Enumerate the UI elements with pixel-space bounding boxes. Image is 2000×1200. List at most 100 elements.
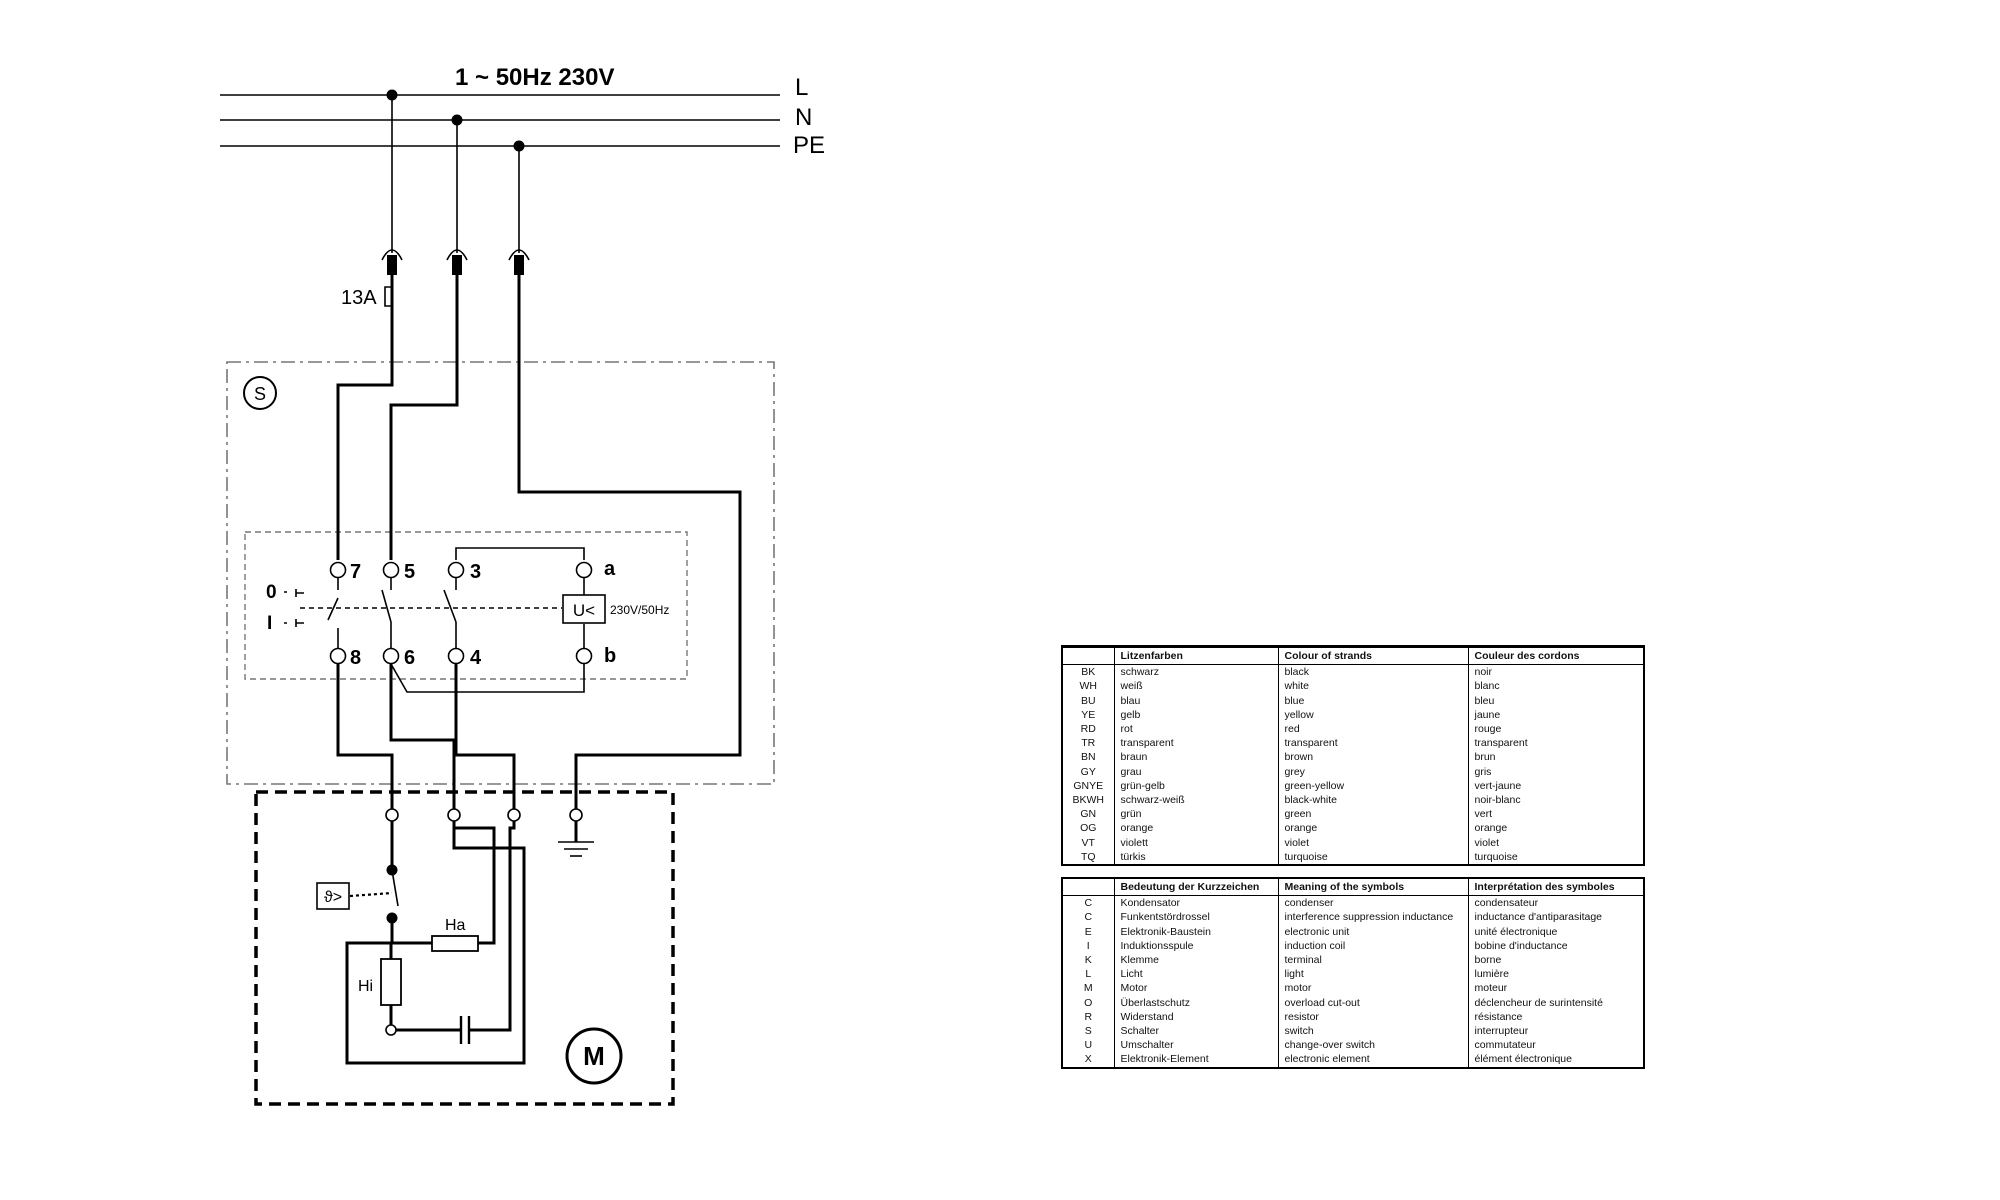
code-cell: BKWH bbox=[1062, 793, 1115, 808]
plug-connector-pe bbox=[508, 146, 530, 275]
fr-cell: vert-jaune bbox=[1474, 779, 1522, 792]
en-cell: condenser bbox=[1278, 895, 1469, 911]
code-cell: L bbox=[1062, 967, 1115, 982]
aux-winding bbox=[380, 958, 402, 1006]
code-cell: I bbox=[1062, 938, 1115, 954]
colour-table-header: Litzenfarben Colour of strands Couleur d… bbox=[1062, 646, 1644, 666]
terminal-b bbox=[575, 647, 593, 665]
undervoltage-rating: 230V/50Hz bbox=[610, 603, 669, 617]
line-pe-label: PE bbox=[793, 132, 825, 159]
wire-common-return bbox=[392, 821, 526, 1065]
wire-t4-out bbox=[454, 664, 516, 810]
colour-table-header-fr: Couleur des cordons bbox=[1468, 646, 1644, 666]
fr-cell: vert bbox=[1474, 808, 1493, 821]
de-cell: Überlastschutz bbox=[1114, 995, 1279, 1010]
en-cell: induction coil bbox=[1278, 938, 1469, 954]
ground-symbol bbox=[558, 821, 594, 857]
line-n-label: N bbox=[795, 104, 812, 131]
terminal-8-label: 8 bbox=[350, 647, 361, 669]
en-cell: transparent bbox=[1278, 736, 1469, 751]
fr-cell: turquoise bbox=[1474, 850, 1518, 863]
fr-cell: moteur bbox=[1474, 982, 1508, 995]
code-cell: GN bbox=[1062, 807, 1115, 822]
wire-t8-out bbox=[336, 664, 394, 810]
code-cell: E bbox=[1062, 924, 1115, 939]
code-cell: YE bbox=[1062, 707, 1115, 723]
fr-cell: déclencheur de surintensité bbox=[1474, 996, 1603, 1009]
wire-l-to-t7 bbox=[336, 275, 394, 560]
en-cell: violet bbox=[1278, 835, 1469, 850]
code-cell: WH bbox=[1062, 679, 1115, 694]
code-cell: GNYE bbox=[1062, 778, 1115, 794]
en-cell: turquoise bbox=[1278, 849, 1469, 866]
fr-cell: bobine d'inductance bbox=[1474, 939, 1568, 952]
switch-symbol bbox=[243, 376, 277, 410]
fuse-symbol bbox=[384, 286, 392, 307]
en-cell: change-over switch bbox=[1278, 1038, 1469, 1053]
terminal-4-label: 4 bbox=[470, 647, 482, 669]
en-cell: overload cut-out bbox=[1278, 995, 1469, 1010]
de-cell: Licht bbox=[1114, 967, 1279, 982]
main-winding bbox=[431, 935, 479, 952]
en-cell: brown bbox=[1278, 750, 1469, 765]
de-cell: Elektronik-Element bbox=[1114, 1052, 1279, 1068]
fr-cell: condensateur bbox=[1474, 897, 1539, 910]
fr-cell: interrupteur bbox=[1474, 1025, 1529, 1038]
code-cell: M bbox=[1062, 981, 1115, 996]
de-cell: Motor bbox=[1114, 981, 1279, 996]
terminal-7-label: 7 bbox=[350, 561, 361, 583]
position-off-label: 0 bbox=[266, 582, 277, 603]
en-cell: white bbox=[1278, 679, 1469, 694]
de-cell: grün-gelb bbox=[1114, 778, 1279, 794]
motor-terminal-pe bbox=[569, 808, 583, 822]
de-cell: violett bbox=[1114, 835, 1279, 850]
en-cell: grey bbox=[1278, 764, 1469, 779]
code-cell: GY bbox=[1062, 764, 1115, 779]
terminal-5-label: 5 bbox=[404, 561, 415, 583]
motor-terminal-3 bbox=[507, 808, 521, 822]
terminal-3-label: 3 bbox=[470, 561, 481, 583]
en-cell: red bbox=[1278, 722, 1469, 737]
code-cell: VT bbox=[1062, 835, 1115, 850]
colour-table-header-code bbox=[1062, 646, 1115, 666]
code-cell: OG bbox=[1062, 821, 1115, 836]
switch-block bbox=[244, 531, 688, 680]
fr-cell: inductance d'antiparasitage bbox=[1474, 911, 1603, 924]
en-cell: blue bbox=[1278, 693, 1469, 708]
wire-t6-out bbox=[389, 664, 456, 810]
terminal-6-label: 6 bbox=[404, 647, 415, 669]
code-cell: BK bbox=[1062, 664, 1115, 680]
supply-label: 1 ~ 50Hz 230V bbox=[455, 64, 614, 91]
terminal-7 bbox=[329, 561, 347, 579]
de-cell: weiß bbox=[1114, 679, 1279, 694]
fr-cell: noir bbox=[1474, 666, 1493, 679]
aux-terminal bbox=[385, 1024, 397, 1036]
de-cell: grau bbox=[1114, 764, 1279, 779]
wire-n-to-t5 bbox=[389, 275, 459, 560]
de-cell: Schalter bbox=[1114, 1024, 1279, 1039]
symbol-table-header-de: Bedeutung der Kurzzeichen bbox=[1114, 878, 1279, 897]
en-cell: electronic unit bbox=[1278, 924, 1469, 939]
symbol-table-header-en: Meaning of the symbols bbox=[1278, 878, 1469, 897]
en-cell: green-yellow bbox=[1278, 778, 1469, 794]
en-cell: yellow bbox=[1278, 707, 1469, 723]
en-cell: resistor bbox=[1278, 1009, 1469, 1025]
plug-connector-l bbox=[381, 95, 403, 275]
fr-cell: commutateur bbox=[1474, 1039, 1536, 1052]
plug-connector-n bbox=[446, 120, 468, 275]
bridge-3-a bbox=[455, 547, 585, 560]
thermal-blade bbox=[391, 869, 399, 907]
en-cell: black-white bbox=[1278, 793, 1469, 808]
symbol-table-header-fr: Interprétation des symboles bbox=[1468, 878, 1644, 897]
